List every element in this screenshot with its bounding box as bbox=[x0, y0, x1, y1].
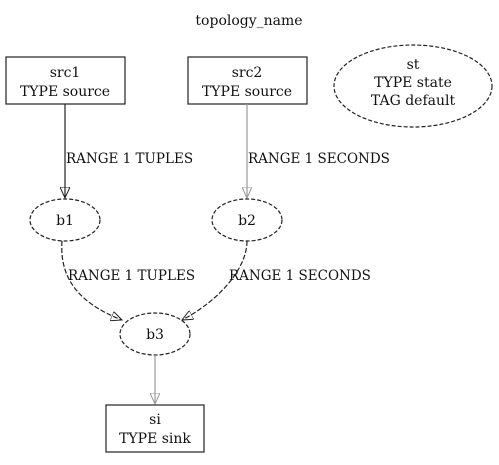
node-b1: b1 bbox=[29, 198, 101, 242]
edge-b2-b3-label: RANGE 1 SECONDS bbox=[229, 268, 371, 284]
node-src1-type: TYPE source bbox=[20, 84, 110, 100]
node-b2-label: b2 bbox=[238, 213, 256, 229]
node-si-type: TYPE sink bbox=[119, 431, 191, 447]
edge-src2-b2-label: RANGE 1 SECONDS bbox=[248, 151, 390, 167]
node-b2: b2 bbox=[211, 198, 283, 242]
diagram-title: topology_name bbox=[195, 13, 302, 29]
edge-b1-b3: RANGE 1 TUPLES bbox=[61, 240, 195, 320]
node-b3-label: b3 bbox=[146, 327, 164, 343]
node-st-ellipse bbox=[333, 44, 493, 128]
edge-src1-b1: RANGE 1 TUPLES bbox=[65, 104, 193, 198]
node-si-box bbox=[105, 404, 205, 453]
edge-src1-b1-label: RANGE 1 TUPLES bbox=[66, 151, 193, 167]
edge-b2-b3: RANGE 1 SECONDS bbox=[182, 240, 371, 320]
node-si: si TYPE sink bbox=[105, 404, 205, 453]
node-b1-ellipse bbox=[29, 198, 101, 242]
edge-b1-b3-line bbox=[61, 240, 122, 320]
node-src1-name: src1 bbox=[50, 65, 81, 81]
node-src2-type: TYPE source bbox=[202, 84, 292, 100]
edge-src2-b2: RANGE 1 SECONDS bbox=[247, 104, 390, 198]
node-src2-name: src2 bbox=[232, 65, 263, 81]
node-st-type: TYPE state bbox=[374, 75, 452, 91]
node-src1: src1 TYPE source bbox=[5, 56, 126, 105]
node-si-name: si bbox=[149, 412, 161, 428]
edge-b1-b3-label: RANGE 1 TUPLES bbox=[68, 268, 195, 284]
node-st: st TYPE state TAG default bbox=[333, 44, 493, 128]
edge-b2-b3-line bbox=[182, 240, 248, 320]
node-b3: b3 bbox=[119, 312, 191, 356]
node-b1-label: b1 bbox=[56, 213, 74, 229]
node-st-tag: TAG default bbox=[371, 93, 456, 109]
node-st-name: st bbox=[407, 57, 420, 73]
node-src2: src2 TYPE source bbox=[187, 56, 308, 105]
